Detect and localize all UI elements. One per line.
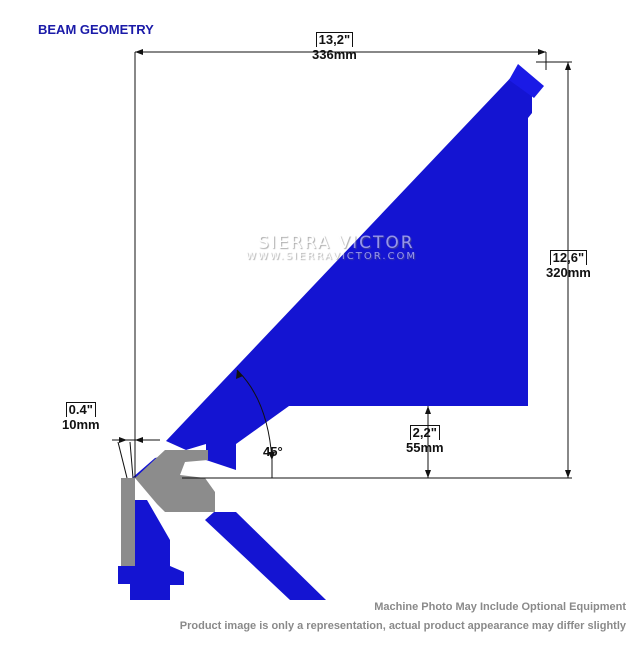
watermark-url: WWW.SIERRAVICTOR.COM (246, 251, 418, 262)
dim-tip-left-ext (117, 441, 128, 479)
beam-body (166, 70, 532, 450)
arrow-height-top (565, 62, 571, 70)
dim-tip-label: 0.4" 10mm (62, 402, 100, 432)
dim-width-label: 13,2" 336mm (312, 32, 357, 62)
lower-tool-left (118, 500, 184, 600)
page-title: BEAM GEOMETRY (38, 22, 154, 37)
arrow-heads (119, 49, 571, 478)
angle-arc (236, 369, 273, 461)
clamp (135, 450, 215, 512)
dim-tip-inches: 0.4" (65, 402, 96, 417)
arrow-width-left (135, 49, 143, 55)
footer-note-equipment: Machine Photo May Include Optional Equip… (374, 601, 626, 613)
arrow-tip-left (119, 437, 127, 443)
punch-body (121, 478, 135, 568)
dimension-lines (112, 51, 572, 479)
arrow-clearance-top (425, 406, 431, 414)
arrow-angle-top (236, 370, 243, 379)
lower-tool-right (205, 512, 326, 600)
beam-end-cap (509, 64, 544, 98)
angle-label: 45° (263, 444, 283, 459)
arrow-clearance-bottom (425, 470, 431, 478)
dim-clearance-mm: 55mm (406, 440, 444, 455)
dim-height-inches: 12,6" (549, 250, 588, 265)
dim-height-label: 12,6" 320mm (546, 250, 591, 280)
arrow-angle-bottom (268, 452, 275, 460)
dim-clearance-label: 2,2" 55mm (406, 425, 444, 455)
footer-note-disclaimer: Product image is only a representation, … (179, 620, 626, 632)
beam-lower-step (206, 444, 236, 470)
arrow-width-right (538, 49, 546, 55)
arrow-tip-right (135, 437, 143, 443)
arrow-height-bottom (565, 470, 571, 478)
dim-height-mm: 320mm (546, 265, 591, 280)
dim-clearance-inches: 2,2" (409, 425, 440, 440)
dim-width-mm: 336mm (312, 47, 357, 62)
dim-width-inches: 13,2" (315, 32, 354, 47)
dim-tip-right-ext (129, 441, 134, 479)
watermark-brand: SIERRA VICTOR (258, 233, 415, 253)
dim-tip-mm: 10mm (62, 417, 100, 432)
